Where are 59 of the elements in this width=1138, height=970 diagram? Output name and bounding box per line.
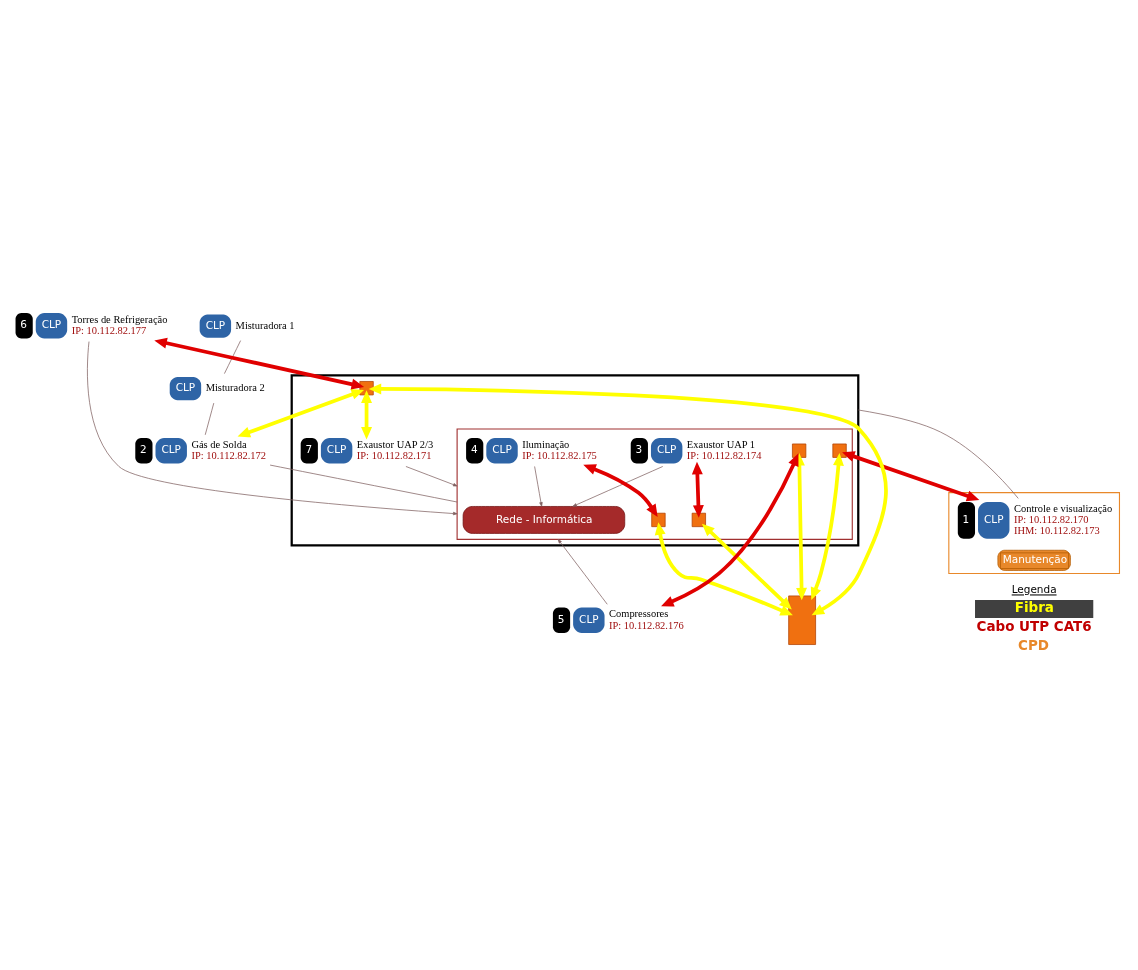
node-box [359, 380, 374, 395]
arrow [842, 450, 980, 501]
arrow [534, 465, 543, 507]
arrow [793, 452, 808, 600]
connector [224, 339, 241, 374]
node-label: IP: 10.112.82.172 [191, 449, 267, 461]
node-box [651, 512, 666, 527]
node-label: Exaustor UAP 1 [686, 438, 756, 450]
legend-label: Fibra [1014, 598, 1054, 615]
node-label: Exaustor UAP 2/3 [356, 438, 434, 450]
arrow [701, 523, 792, 610]
node-box [691, 512, 706, 527]
node-box [792, 443, 807, 458]
legend-label: Cabo UTP CAT6 [976, 617, 1092, 634]
node-label: IP: 10.112.82.177 [71, 324, 147, 336]
arrow [405, 465, 458, 486]
arrow [368, 383, 888, 615]
node-label: Torres de Refrigeração [71, 313, 168, 325]
node-label: IP: 10.112.82.171 [356, 449, 432, 461]
node-label: 3 [635, 442, 643, 455]
node-label: Controle e visualização [1013, 502, 1113, 514]
connector [269, 464, 458, 502]
node-label: IP: 10.112.82.175 [522, 449, 597, 461]
node-label: 6 [20, 317, 28, 330]
node-label: 7 [305, 442, 313, 455]
node-label: Iluminação [522, 438, 570, 450]
arrow [237, 388, 365, 437]
node-label: Gás de Solda [191, 438, 247, 450]
node-label: IP: 10.112.82.174 [686, 449, 762, 461]
node-label: Misturadora 2 [205, 381, 265, 393]
node-box [788, 595, 816, 645]
node-label: 1 [962, 512, 970, 525]
node-label: Compressores [609, 607, 669, 619]
legend-label: CPD [1018, 636, 1049, 653]
node-box [832, 443, 847, 458]
node-label: 4 [470, 442, 478, 455]
node-box: CLP [199, 314, 232, 338]
arrow [810, 452, 844, 600]
arrow [572, 465, 664, 507]
node-box: CLP [169, 376, 202, 400]
arrow [154, 337, 365, 390]
label: Legenda [1011, 582, 1057, 595]
arrow [661, 452, 799, 606]
node-label: IP: 10.112.82.176 [609, 619, 684, 631]
arrow [87, 340, 458, 515]
node-box: Rede - Informática [462, 505, 626, 534]
arrow [691, 461, 704, 518]
node-label: 2 [140, 442, 147, 455]
connector [857, 409, 1019, 499]
arrow [557, 538, 608, 605]
node-label: Misturadora 1 [235, 319, 295, 331]
arrow [654, 521, 793, 615]
arrow [361, 389, 373, 440]
cluster [456, 427, 853, 540]
connector [204, 402, 215, 435]
arrow [583, 463, 658, 517]
node-label: IP: 10.112.82.170 [1013, 513, 1089, 525]
node-label: IHM: 10.112.82.173 [1013, 524, 1100, 536]
node-label: 5 [557, 612, 565, 625]
